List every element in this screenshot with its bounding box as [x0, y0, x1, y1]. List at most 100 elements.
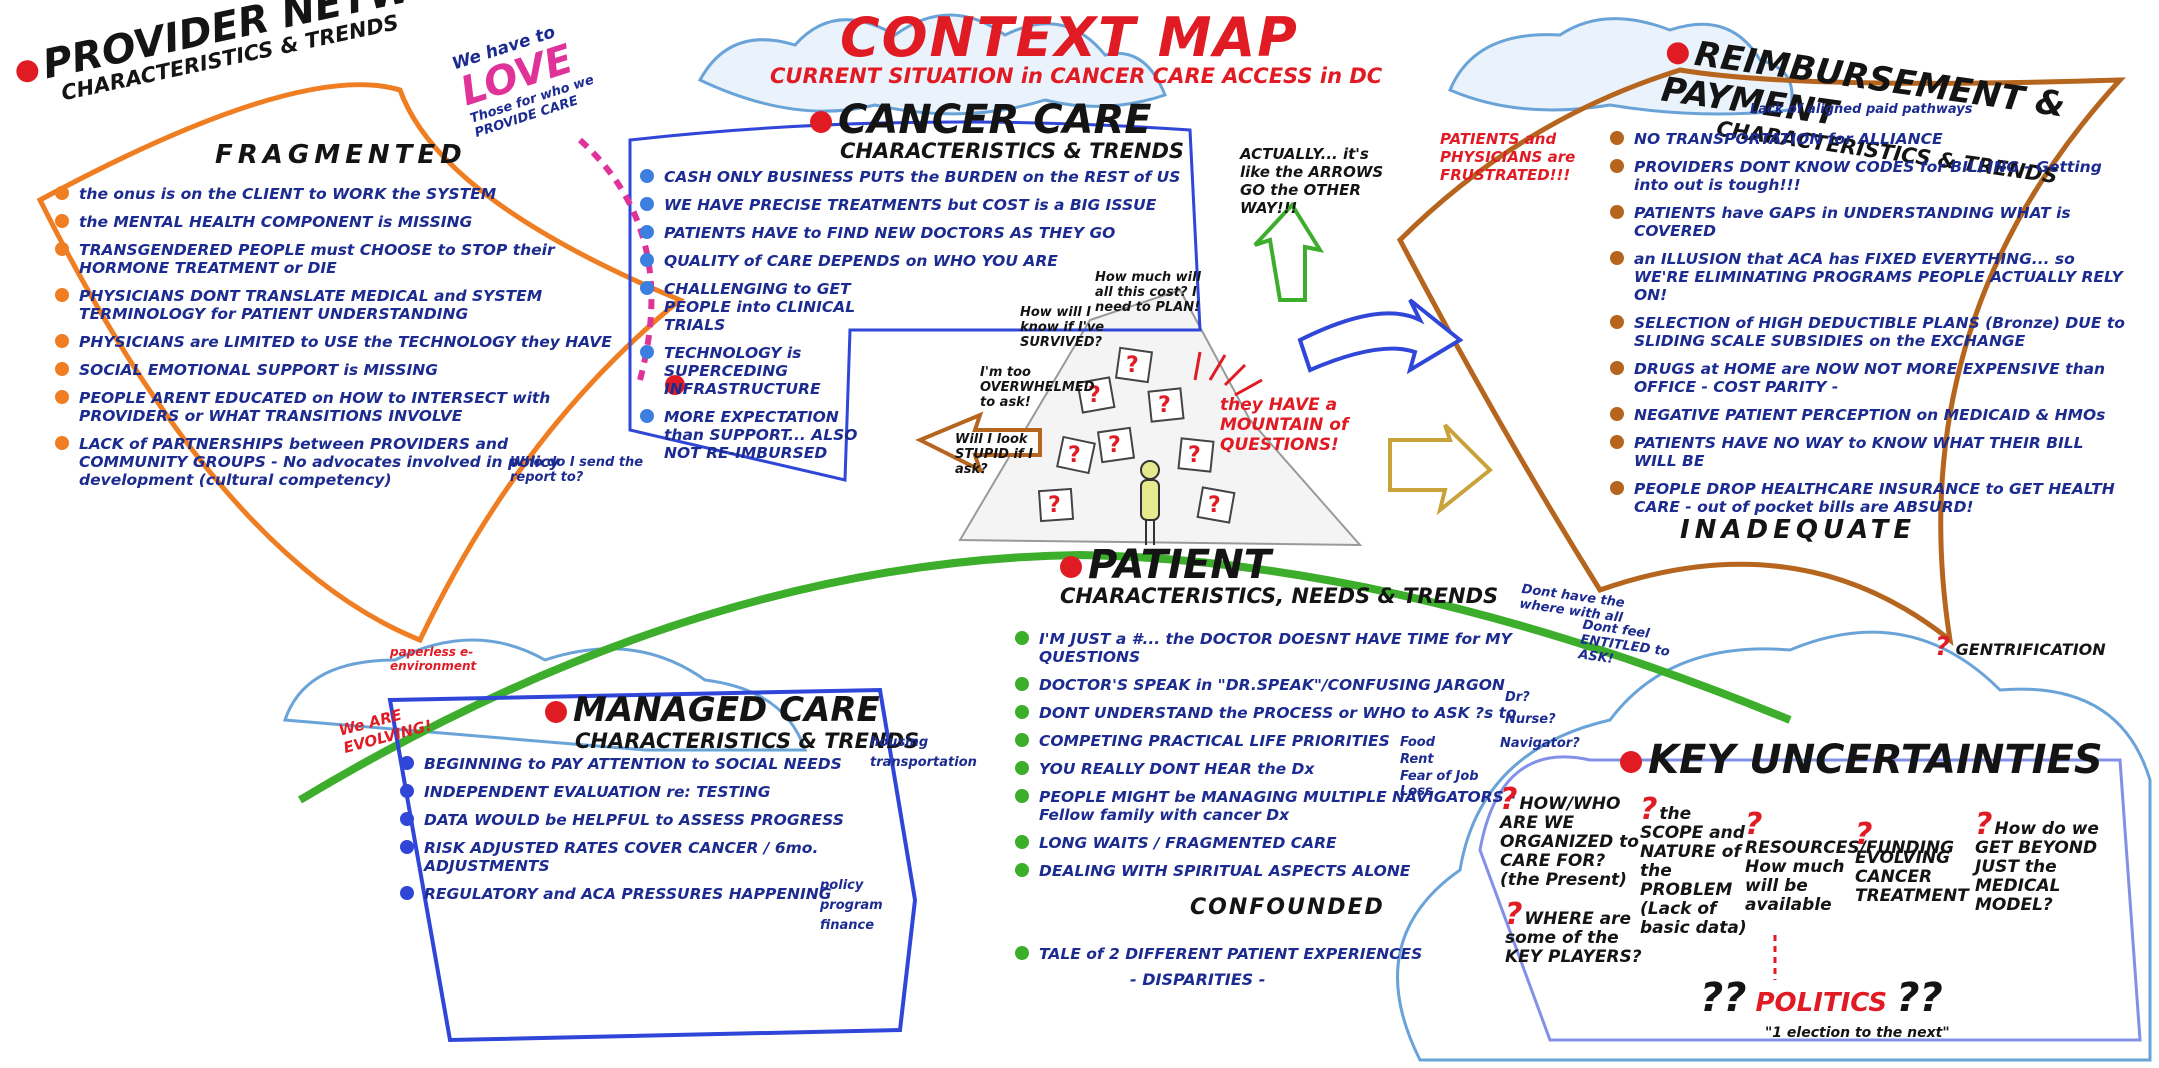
- page-subtitle: CURRENT SITUATION in CANCER CARE ACCESS …: [770, 64, 1383, 88]
- key-uncertainties-title: KEY UNCERTAINTIES: [1648, 737, 2103, 783]
- svg-text:?: ?: [1088, 383, 1101, 408]
- list-item: NEGATIVE PATIENT PERCEPTION on MEDICAID …: [1610, 406, 2130, 424]
- question-mark-icon: ?: [1640, 792, 1658, 827]
- list-item: an ILLUSION that ACA has FIXED EVERYTHIN…: [1610, 250, 2130, 304]
- love-heart-dot: [665, 375, 685, 395]
- patient-title: PATIENT: [1088, 542, 1272, 588]
- person-figure: [1140, 460, 1160, 545]
- list-item: RISK ADJUSTED RATES COVER CANCER / 6mo. …: [400, 839, 920, 875]
- patient-heading: PATIENT CHARACTERISTICS, NEEDS & TRENDS: [1060, 545, 1498, 607]
- list-item: the MENTAL HEALTH COMPONENT is MISSING: [55, 213, 615, 231]
- list-item: TRANSGENDERED PEOPLE must CHOOSE to STOP…: [55, 241, 615, 277]
- question-bubble: How will I know if I've SURVIVED?: [1020, 305, 1105, 350]
- managed-care-subtitle: CHARACTERISTICS & TRENDS: [575, 729, 920, 753]
- list-item: PHYSICIANS are LIMITED to USE the TECHNO…: [55, 333, 615, 351]
- priority-note: Food: [1400, 735, 1436, 750]
- key-uncertainties-heading: KEY UNCERTAINTIES: [1620, 740, 2103, 780]
- uncertainty-item: ?WHERE are some of the KEY PLAYERS?: [1505, 897, 1642, 967]
- question-tiles: [1037, 346, 1236, 524]
- list-item: NO TRANSPORTATION for ALLIANCE: [1610, 130, 2130, 148]
- cloud-top-right: [1448, 17, 1794, 116]
- fragmented-banner: FRAGMENTED: [215, 140, 467, 170]
- list-item: PEOPLE MIGHT be MANAGING MULTIPLE NAVIGA…: [1015, 788, 1535, 824]
- svg-text:?: ?: [1126, 353, 1139, 378]
- uncertainty-item: ?EVOLVING CANCER TREATMENT: [1855, 817, 1969, 906]
- question-mark-icon: ?: [1975, 807, 1993, 842]
- svg-text:?: ?: [1188, 443, 1201, 468]
- managed-care-list: BEGINNING to PAY ATTENTION to SOCIAL NEE…: [400, 755, 920, 913]
- question-mark-icon: ??: [1896, 975, 1943, 1021]
- list-item: LACK of PARTNERSHIPS between PROVIDERS a…: [55, 435, 615, 489]
- disparities-label: - DISPARITIES -: [1130, 970, 1266, 989]
- ask-note: Navigator?: [1500, 736, 1580, 751]
- paperless-note: paperless e-environment: [390, 645, 477, 673]
- svg-text:?: ?: [1068, 443, 1081, 468]
- mountain-caption: they HAVE a MOUNTAIN of QUESTIONS!: [1220, 395, 1349, 455]
- list-item: the onus is on the CLIENT to WORK the SY…: [55, 185, 615, 203]
- question-mark-icon: ?: [1855, 817, 1873, 852]
- question-bubble: Will I look STUPID if I ask?: [955, 432, 1033, 477]
- horizon-line: [297, 550, 1792, 804]
- politics-note: "1 election to the next": [1765, 1025, 1950, 1041]
- managed-care-frame: [387, 687, 918, 1043]
- list-item: DEALING WITH SPIRITUAL ASPECTS ALONE: [1015, 862, 1535, 880]
- list-item: TECHNOLOGY is SUPERCEDING INFRASTRUCTURE: [640, 344, 904, 398]
- section-dot: [810, 111, 832, 133]
- list-item: WE HAVE PRECISE TREATMENTS but COST is a…: [640, 196, 1200, 214]
- cancer-care-title: CANCER CARE: [838, 97, 1152, 143]
- list-item: DONT UNDERSTAND the PROCESS or WHO to AS…: [1015, 704, 1535, 722]
- question-marks: ??? ??? ??: [1048, 353, 1221, 518]
- list-item: PHYSICIANS DONT TRANSLATE MEDICAL and SY…: [55, 287, 615, 323]
- ask-note: Dr?: [1505, 690, 1530, 705]
- list-item: DOCTOR'S SPEAK in "DR.SPEAK"/CONFUSING J…: [1015, 676, 1535, 694]
- uncertainty-item: ?the SCOPE and NATURE of the PROBLEM (La…: [1640, 792, 1747, 938]
- list-item: PATIENTS HAVE NO WAY to KNOW WHAT THEIR …: [1610, 434, 2130, 470]
- cancer-care-frame: [628, 120, 1202, 482]
- patient-subtitle: CHARACTERISTICS, NEEDS & TRENDS: [1060, 584, 1499, 608]
- patient-list-extra: TALE of 2 DIFFERENT PATIENT EXPERIENCES: [1015, 945, 1535, 973]
- cloud-bottom-right: [1396, 630, 2152, 1062]
- confounded-banner: CONFOUNDED: [1190, 895, 1385, 920]
- gentrification-label: ? GENTRIFICATION: [1935, 632, 2106, 662]
- social-note: housing: [870, 735, 929, 750]
- tan-left-arrow: [915, 411, 1042, 474]
- list-item: SELECTION of HIGH DEDUCTIBLE PLANS (Bron…: [1610, 314, 2130, 350]
- list-item: QUALITY of CARE DEPENDS on WHO YOU ARE: [640, 252, 1200, 270]
- rays: [1193, 351, 1263, 397]
- svg-text:?: ?: [1208, 493, 1221, 518]
- section-dot: [1665, 40, 1691, 66]
- question-mark-icon: ?: [1745, 807, 1763, 842]
- reimbursement-arrow: [1396, 67, 2126, 646]
- inadequate-banner: INADEQUATE: [1680, 515, 1917, 545]
- uncertainty-item: ?HOW/WHO ARE WE ORGANIZED to CARE FOR? (…: [1500, 782, 1639, 890]
- patient-list: I'M JUST a #... the DOCTOR DOESNT HAVE T…: [1015, 630, 1535, 890]
- cloud-top-center: [697, 13, 1167, 116]
- list-item: SOCIAL EMOTIONAL SUPPORT is MISSING: [55, 361, 615, 379]
- list-item: PATIENTS HAVE to FIND NEW DOCTORS AS THE…: [640, 224, 1200, 242]
- love-dashed-line: [577, 137, 655, 381]
- pressure-note: finance: [820, 918, 875, 933]
- priority-note: Rent: [1400, 752, 1434, 767]
- reimbursement-list: NO TRANSPORTATION for ALLIANCE PROVIDERS…: [1610, 130, 2130, 526]
- pressure-note: policy: [820, 878, 864, 893]
- list-item: TALE of 2 DIFFERENT PATIENT EXPERIENCES: [1015, 945, 1535, 963]
- cancer-care-list: CASH ONLY BUSINESS PUTS the BURDEN on th…: [640, 168, 1200, 472]
- page-title: CONTEXT MAP: [840, 6, 1299, 69]
- cancer-care-heading: CANCER CARE CHARACTERISTICS & TRENDS: [810, 100, 1184, 162]
- politics-label: ?? POLITICS ??: [1700, 975, 1943, 1021]
- list-item: I'M JUST a #... the DOCTOR DOESNT HAVE T…: [1015, 630, 1535, 666]
- svg-text:?: ?: [1108, 433, 1121, 458]
- list-item: COMPETING PRACTICAL LIFE PRIORITIES: [1015, 732, 1399, 750]
- gold-right-arrow: [1388, 423, 1493, 516]
- section-dot: [14, 58, 41, 85]
- list-item: PROVIDERS DONT KNOW CODES for BILLING - …: [1610, 158, 2130, 194]
- list-item: YOU REALLY DONT HEAR the Dx: [1015, 760, 1535, 778]
- uncertainty-item: ?RESOURCES/FUNDING How much will be avai…: [1745, 807, 1955, 915]
- question-mark-icon: ??: [1700, 975, 1747, 1021]
- list-item: REGULATORY and ACA PRESSURES HAPPENING: [400, 885, 920, 903]
- provider-side-note: Who do I send the report to?: [510, 455, 644, 485]
- list-item: PATIENTS have GAPS in UNDERSTANDING WHAT…: [1610, 204, 2130, 240]
- list-item: MORE EXPECTATION than SUPPORT... ALSO NO…: [640, 408, 864, 462]
- question-bubble: How much will all this cost? I need to P…: [1095, 270, 1202, 315]
